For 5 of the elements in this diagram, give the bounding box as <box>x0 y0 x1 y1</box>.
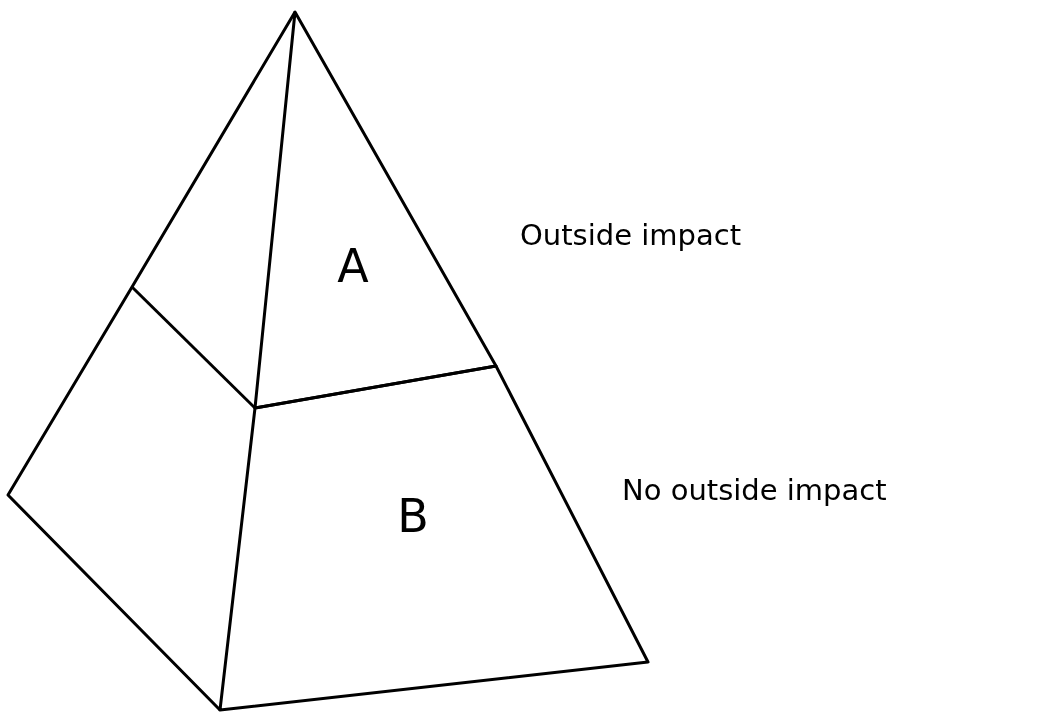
side-label: Outside impact <box>520 220 741 250</box>
side-label: No outside impact <box>622 475 887 505</box>
section-letter: B <box>397 493 429 539</box>
section-letter: A <box>337 243 369 289</box>
pyramid-section <box>255 12 496 408</box>
